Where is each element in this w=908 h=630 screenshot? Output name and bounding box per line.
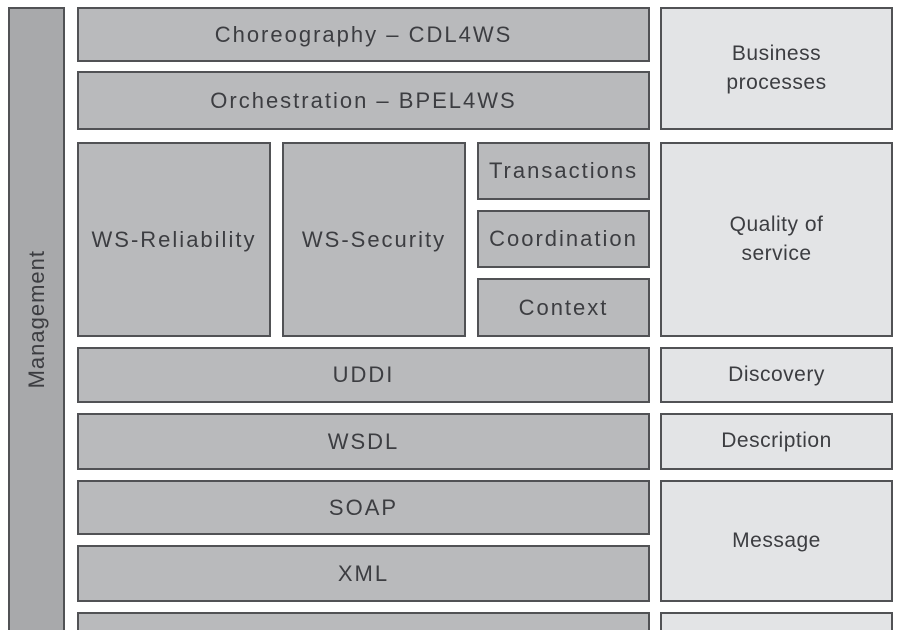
category-quality-of-service-label: Quality of service (729, 213, 824, 265)
layer-choreography: Choreography – CDL4WS (77, 7, 650, 62)
category-business-processes: Business processes (660, 7, 893, 130)
layer-wsdl-label: WSDL (327, 428, 400, 454)
category-discovery-label: Discovery (728, 362, 825, 386)
layer-coordination: Coordination (477, 210, 650, 268)
category-description-label: Description (721, 429, 832, 453)
management-bar: Management (8, 7, 65, 630)
layer-uddi-label: UDDI (332, 362, 395, 387)
layer-soap-label: SOAP (328, 494, 399, 520)
layer-context: Context (477, 278, 650, 337)
layer-ws-reliability-label: WS-Reliability (91, 226, 257, 252)
layer-wsdl: WSDL (77, 413, 650, 470)
layer-choreography-label: Choreography – CDL4WS (214, 21, 513, 47)
layer-coordination-label: Coordination (489, 226, 638, 251)
category-quality-of-service: Quality of service (660, 142, 893, 337)
layer-soap: SOAP (77, 480, 650, 535)
layer-xml: XML (77, 545, 650, 602)
layer-orchestration-label: Orchestration – BPEL4WS (210, 87, 517, 113)
category-description: Description (660, 413, 893, 470)
layer-ws-reliability: WS-Reliability (77, 142, 271, 337)
layer-ws-security: WS-Security (282, 142, 466, 337)
layer-bottom-cutoff (77, 612, 650, 630)
layer-transactions-label: Transactions (488, 158, 639, 183)
management-label: Management (23, 250, 49, 389)
category-message: Message (660, 480, 893, 602)
layer-uddi: UDDI (77, 347, 650, 403)
category-business-processes-label: Business processes (726, 42, 827, 94)
category-message-label: Message (732, 528, 821, 552)
category-discovery: Discovery (660, 347, 893, 403)
layer-ws-security-label: WS-Security (301, 226, 447, 252)
layer-xml-label: XML (337, 560, 390, 586)
category-bottom-cutoff (660, 612, 893, 630)
layer-transactions: Transactions (477, 142, 650, 200)
layer-orchestration: Orchestration – BPEL4WS (77, 71, 650, 130)
layer-context-label: Context (518, 294, 609, 320)
